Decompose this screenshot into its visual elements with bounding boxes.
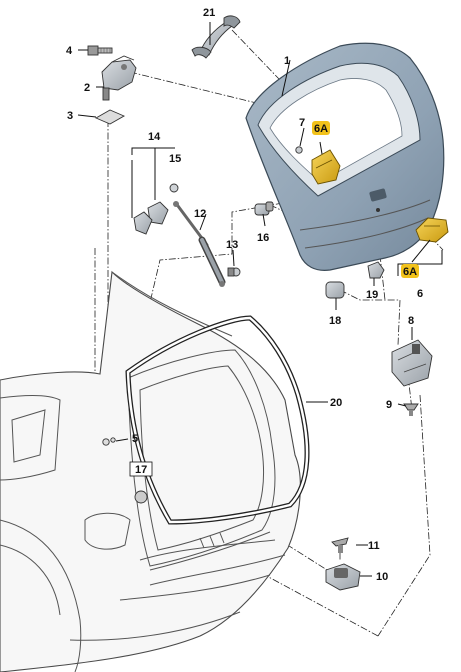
gasket-3 xyxy=(94,109,126,125)
label-part-17: 17 xyxy=(135,464,147,476)
label-part-21: 21 xyxy=(203,7,215,19)
label-part-1: 1 xyxy=(284,55,290,67)
label-part-9: 9 xyxy=(386,399,392,411)
label-part-16: 16 xyxy=(257,232,269,244)
rubber-buffer-18 xyxy=(325,281,345,299)
hinge-2 xyxy=(101,55,137,101)
seal-ring-20 xyxy=(125,315,310,525)
badge-6a-lower xyxy=(401,264,419,278)
label-part-19: 19 xyxy=(366,289,378,301)
striker-10 xyxy=(325,563,361,591)
cable-guide-21 xyxy=(191,15,241,59)
part-5-on-gate xyxy=(102,437,116,446)
badge-6a-upper xyxy=(312,121,330,135)
label-part-6: 6 xyxy=(417,288,423,300)
bolt-4 xyxy=(87,45,113,56)
clip-7 xyxy=(295,146,303,154)
strut-mount-14 xyxy=(131,147,179,235)
label-part-20: 20 xyxy=(330,397,342,409)
label-part-14: 14 xyxy=(148,131,161,143)
part-17-on-gate xyxy=(134,490,148,504)
label-part-11: 11 xyxy=(368,540,380,552)
ball-stud-13 xyxy=(227,267,241,277)
label-part-13: 13 xyxy=(226,239,238,251)
part-17-box xyxy=(129,461,153,477)
label-part-7: 7 xyxy=(299,117,305,129)
label-part-4: 4 xyxy=(66,45,73,57)
plug-19 xyxy=(367,261,385,279)
gas-strut-12 xyxy=(173,201,226,287)
label-part-5: 5 xyxy=(132,433,138,445)
label-part-6a-lower: 6A xyxy=(403,266,417,278)
label-part-2: 2 xyxy=(84,82,90,94)
label-part-10: 10 xyxy=(376,571,388,583)
bump-stop-16 xyxy=(254,201,274,216)
leader-lines xyxy=(77,22,443,577)
screw-9 xyxy=(403,403,419,416)
lock-bracket-6a-upper xyxy=(311,149,341,185)
label-part-18: 18 xyxy=(329,315,341,327)
switch-6a-lower xyxy=(415,217,449,243)
label-part-6a-upper: 6A xyxy=(314,123,328,135)
part-labels: 1 2 3 4 5 6 6A 6A 7 8 9 10 11 12 13 14 1… xyxy=(66,7,423,583)
label-part-12: 12 xyxy=(194,208,206,220)
label-part-3: 3 xyxy=(67,110,73,122)
tailgate-panel-1 xyxy=(245,42,445,271)
label-part-8: 8 xyxy=(408,315,414,327)
label-part-15: 15 xyxy=(169,153,181,165)
lock-8 xyxy=(391,339,433,387)
bolt-11 xyxy=(331,537,349,553)
